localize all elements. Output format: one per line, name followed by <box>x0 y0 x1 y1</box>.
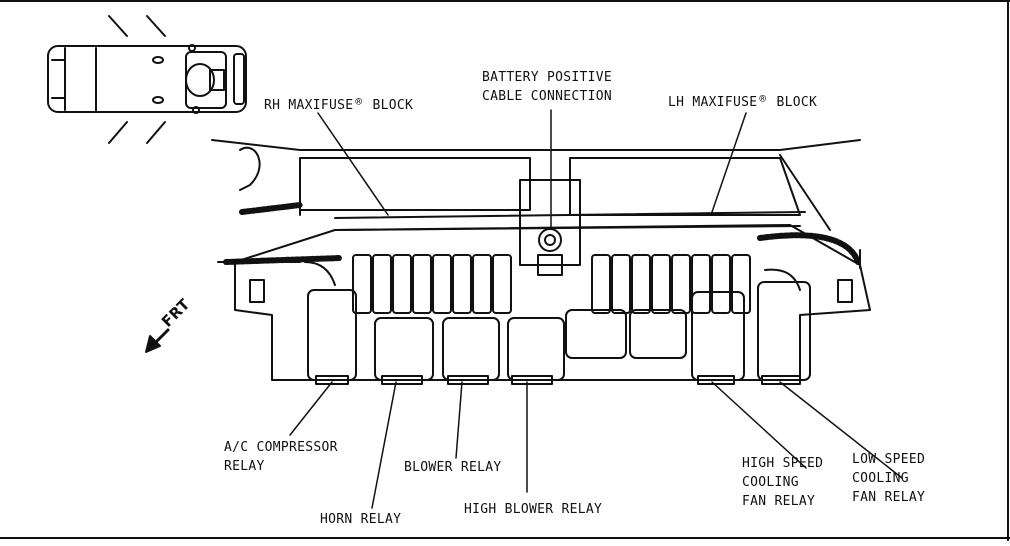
ac-compressor-line1: A/C COMPRESSOR <box>224 440 338 455</box>
high-speed-fan-line3: FAN RELAY <box>742 494 816 509</box>
relay-high-blower <box>507 317 565 385</box>
rh-maxifuse-row <box>352 254 512 314</box>
high-blower-relay-label: HIGH BLOWER RELAY <box>464 502 603 517</box>
vehicle-locator-icon <box>47 15 247 144</box>
relay-blower <box>442 317 500 385</box>
relay-low-speed-fan <box>757 281 811 385</box>
relay-high-speed-fan <box>691 291 745 385</box>
leader-rh-maxifuse <box>317 112 389 216</box>
lh-maxifuse-label: LH MAXIFUSE® BLOCK <box>668 92 818 112</box>
leader-lh-maxifuse <box>711 112 747 213</box>
blower-relay-label: BLOWER RELAY <box>404 460 502 475</box>
leader-ac-compressor <box>289 381 333 436</box>
battery-label-line1: BATTERY POSITIVE <box>482 70 613 85</box>
registered-mark: ® <box>355 95 363 108</box>
high-speed-fan-line1: HIGH SPEED <box>742 456 824 471</box>
wiring-harness <box>223 202 861 265</box>
low-speed-fan-line3: FAN RELAY <box>852 490 926 505</box>
high-speed-fan-label: HIGH SPEED COOLING FAN RELAY <box>742 454 823 511</box>
center-connectors <box>565 309 687 359</box>
leader-lines <box>289 109 903 509</box>
battery-label-line2: CABLE CONNECTION <box>482 89 613 104</box>
relay-horn <box>374 317 434 385</box>
battery-label: BATTERY POSITIVE CABLE CONNECTION <box>482 68 612 106</box>
low-speed-fan-label: LOW SPEED COOLING FAN RELAY <box>852 450 925 507</box>
leader-horn <box>371 381 397 509</box>
rh-maxifuse-label: RH MAXIFUSE® BLOCK <box>264 95 414 115</box>
lh-maxifuse-row <box>591 254 751 314</box>
underhood-fuse-relay-center <box>234 157 871 381</box>
rh-maxifuse-suffix: BLOCK <box>372 98 414 113</box>
leader-blower <box>455 381 463 459</box>
lh-maxifuse-suffix: BLOCK <box>776 95 818 110</box>
relay-ac-compressor <box>307 289 357 385</box>
low-speed-fan-line2: COOLING <box>852 471 909 486</box>
lh-maxifuse-text: LH MAXIFUSE <box>668 95 758 110</box>
registered-mark: ® <box>759 92 767 105</box>
engine-bay-outline <box>211 139 861 269</box>
rh-maxifuse-text: RH MAXIFUSE <box>264 98 354 113</box>
high-speed-fan-line2: COOLING <box>742 475 799 490</box>
leader-high-speed-fan <box>711 381 807 469</box>
leader-low-speed-fan <box>779 381 903 479</box>
low-speed-fan-line1: LOW SPEED <box>852 452 926 467</box>
ac-compressor-label: A/C COMPRESSOR RELAY <box>224 438 338 476</box>
ac-compressor-line2: RELAY <box>224 459 265 474</box>
front-direction-arrow <box>145 328 170 353</box>
horn-relay-label: HORN RELAY <box>320 512 402 527</box>
